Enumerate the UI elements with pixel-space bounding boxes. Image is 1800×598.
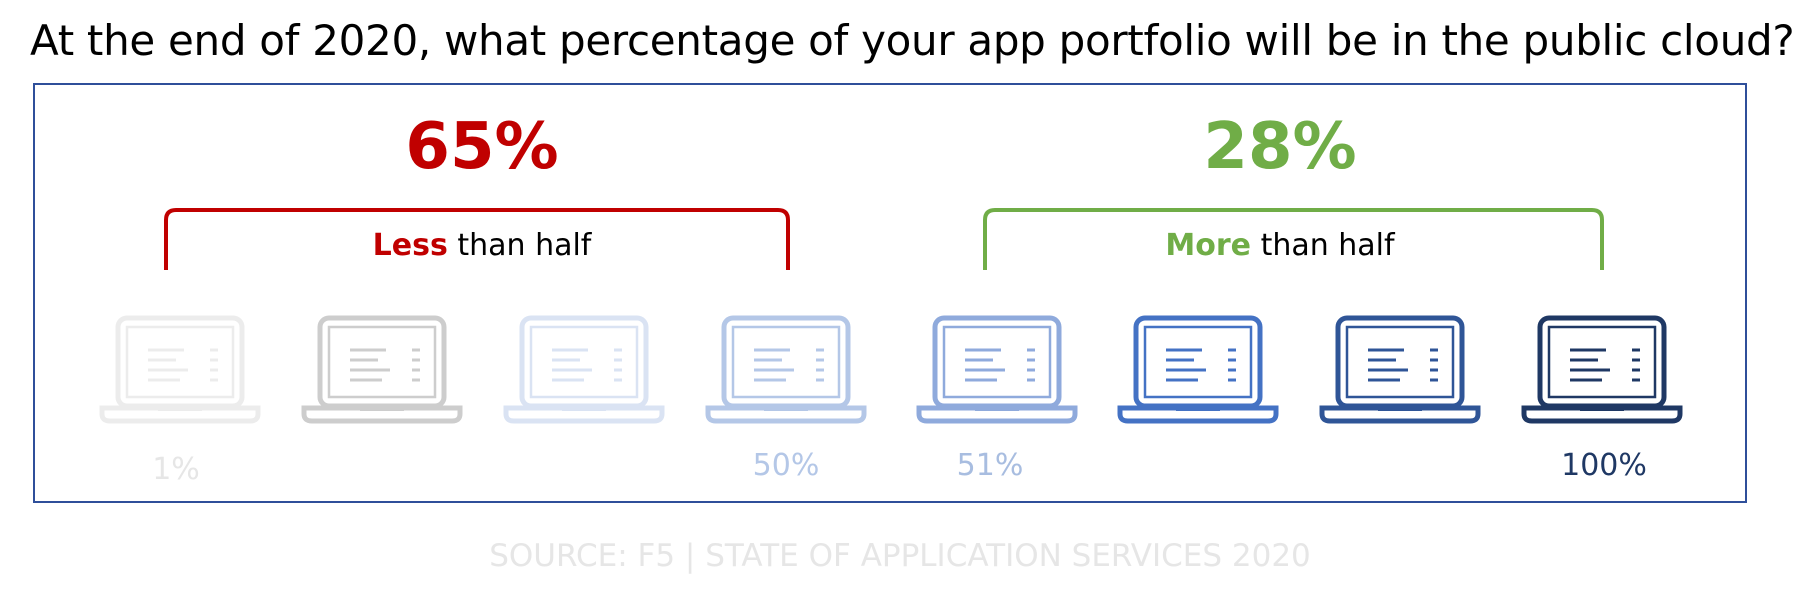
more-than-half-value: 28%: [1203, 110, 1357, 184]
scale-label-51pct: 51%: [956, 448, 1024, 483]
laptop-screen: [125, 325, 235, 399]
laptop-icon: [1537, 315, 1667, 409]
laptop-icon: [1133, 315, 1263, 409]
laptop-icon: [115, 315, 245, 409]
laptop-icon: [317, 315, 447, 409]
scale-label-50pct: 50%: [752, 448, 820, 483]
less-than-half-label: Less than half: [373, 228, 592, 263]
laptop-screen: [327, 325, 437, 399]
laptop-base: [1319, 405, 1481, 424]
less-bracket: [164, 208, 790, 270]
laptop-icon: [1335, 315, 1465, 409]
more-highlight: More: [1165, 228, 1252, 263]
laptop-screen: [1547, 325, 1657, 399]
laptop-screen: [731, 325, 841, 399]
laptop-base: [1521, 405, 1683, 424]
laptop-base: [99, 405, 261, 424]
scale-label-1pct: 1%: [152, 452, 200, 487]
more-than-half-label: More than half: [1165, 228, 1394, 263]
less-than-half-value: 65%: [405, 110, 559, 184]
laptop-icon: [519, 315, 649, 409]
laptop-base: [1117, 405, 1279, 424]
less-highlight: Less: [372, 228, 448, 263]
page-title: At the end of 2020, what percentage of y…: [30, 16, 1795, 65]
source-note: SOURCE: F5 | STATE OF APPLICATION SERVIC…: [489, 538, 1311, 574]
laptop-base: [705, 405, 867, 424]
laptop-base: [916, 405, 1078, 424]
more-bracket: [983, 208, 1604, 270]
laptop-icon: [721, 315, 851, 409]
laptop-screen: [1345, 325, 1455, 399]
less-rest: than half: [447, 228, 592, 263]
laptop-screen: [1143, 325, 1253, 399]
laptop-screen: [529, 325, 639, 399]
scale-label-100pct: 100%: [1561, 448, 1647, 483]
laptop-screen: [942, 325, 1052, 399]
laptop-icon: [932, 315, 1062, 409]
more-rest: than half: [1251, 228, 1395, 263]
chart-frame: [33, 83, 1747, 503]
laptop-base: [503, 405, 665, 424]
laptop-base: [301, 405, 463, 424]
